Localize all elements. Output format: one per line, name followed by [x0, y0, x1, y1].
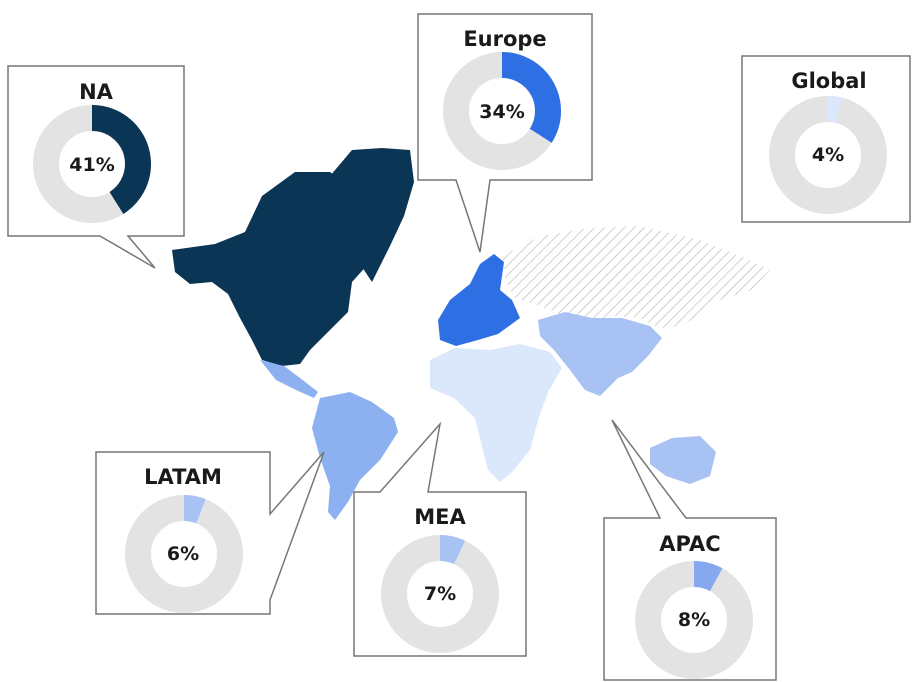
asia-region [538, 312, 662, 396]
mexico-region [260, 360, 318, 398]
north-america-region [172, 172, 380, 366]
donut-slice-na [33, 105, 151, 223]
russia-hatched-region [502, 226, 770, 328]
south-america-region [312, 392, 398, 520]
region-label-apac: APAC [659, 532, 721, 556]
region-value-apac: 8% [677, 609, 711, 631]
region-value-na: 41% [69, 154, 115, 176]
region-label-europe: Europe [463, 27, 547, 51]
africa-middle-east-region [430, 344, 562, 482]
region-label-na: NA [79, 80, 113, 104]
donut-slice-europe [443, 52, 561, 170]
region-label-global: Global [791, 69, 867, 93]
callout-box-na [7, 65, 185, 269]
region-label-mea: MEA [414, 505, 466, 529]
region-label-latam: LATAM [144, 465, 222, 489]
greenland-region [330, 148, 414, 282]
region-value-europe: 34% [479, 101, 525, 123]
region-value-global: 4% [811, 144, 845, 166]
donut-slice-mea [381, 535, 499, 653]
donut-slice-apac [635, 561, 753, 679]
region-value-mea: 7% [423, 583, 457, 605]
australia-region [650, 436, 716, 484]
europe-region [438, 254, 520, 346]
donut-slice-global [769, 96, 887, 214]
region-value-latam: 6% [166, 543, 200, 565]
donut-slice-latam [125, 495, 243, 613]
